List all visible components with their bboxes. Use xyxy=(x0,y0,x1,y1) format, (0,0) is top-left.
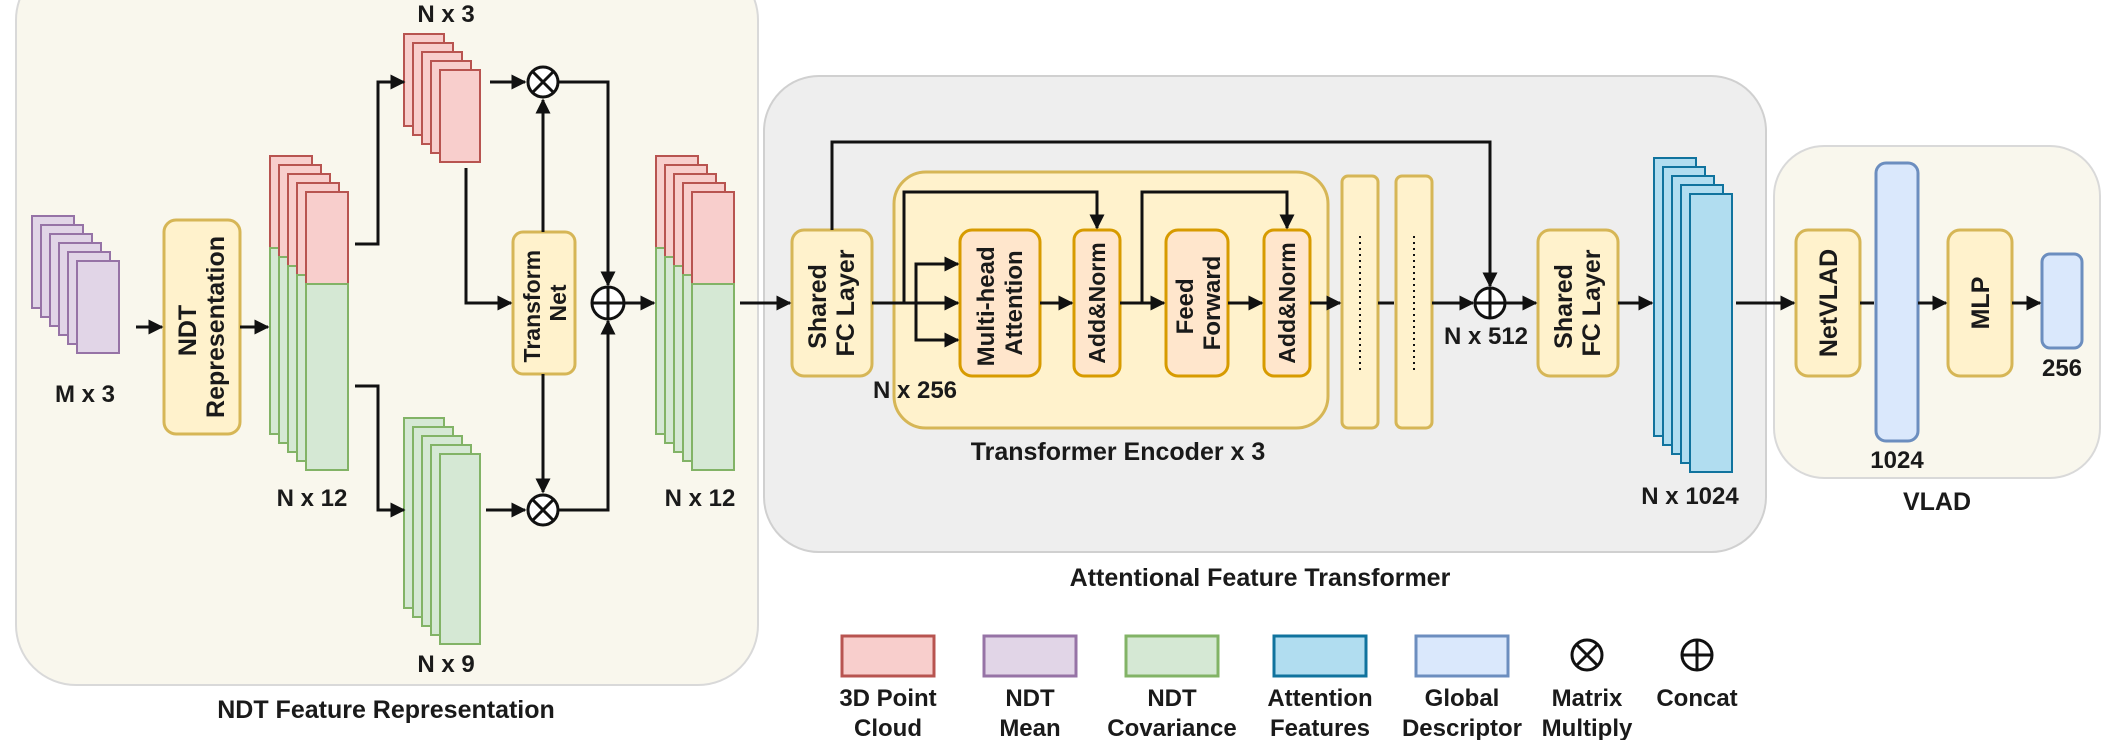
dim-label-256: 256 xyxy=(2042,355,2082,382)
legend-swatch xyxy=(1272,634,1368,678)
legend-label: Concat xyxy=(1656,685,1737,712)
dim-label-n12-b: N x 12 xyxy=(665,485,736,512)
svg-text:NDT Representation: NDT Representation xyxy=(174,236,230,418)
svg-text:Shared FC Layer: Shared FC Layer xyxy=(1550,249,1606,356)
dim-label-n3: N x 3 xyxy=(417,1,474,28)
svg-text:Multi-head Attention: Multi-head Attention xyxy=(973,240,1028,367)
attention-feature-stack xyxy=(1653,157,1733,473)
svg-text:Add&Norm: Add&Norm xyxy=(1274,242,1300,363)
concat-operator-residual xyxy=(1473,286,1507,320)
shared-fc-layer-1: Shared FC Layer xyxy=(790,228,874,378)
global-descriptor-256 xyxy=(2040,252,2084,350)
stack-layer xyxy=(1689,193,1733,473)
add-norm-block-1: Add&Norm xyxy=(1072,228,1122,378)
stack-layer xyxy=(691,191,735,471)
shared-fc-layer-2: Shared FC Layer xyxy=(1536,228,1620,378)
svg-text:Add&Norm: Add&Norm xyxy=(1084,242,1110,363)
svg-text:NetVLAD: NetVLAD xyxy=(1815,249,1843,357)
transformed-feature-stack xyxy=(655,155,735,471)
add-norm-block-2: Add&Norm xyxy=(1262,228,1312,378)
stack-layer xyxy=(76,260,120,354)
feed-forward-block: Feed Forward xyxy=(1164,228,1230,378)
legend-concat: Concat xyxy=(1656,638,1738,712)
dim-label-m3: M x 3 xyxy=(55,381,115,408)
dim-label-n12-a: N x 12 xyxy=(277,485,348,512)
stack-layer xyxy=(439,69,481,163)
mlp-block: MLP xyxy=(1946,228,2014,378)
multiply-operator-bottom xyxy=(526,493,560,527)
svg-text:Feed Forward: Feed Forward xyxy=(1172,256,1226,351)
stack-layer xyxy=(439,453,481,645)
dim-label-n1024: N x 1024 xyxy=(1641,483,1739,510)
legend-swatch xyxy=(1124,634,1220,678)
dim-label-1024: 1024 xyxy=(1870,447,1924,474)
svg-text:Transform Net: Transform Net xyxy=(519,244,571,363)
ndt-section-panel xyxy=(15,0,759,686)
legend-swatch xyxy=(982,634,1078,678)
netvlad-block: NetVLAD xyxy=(1794,228,1862,378)
legend-swatch xyxy=(840,634,936,678)
dim-label-n9: N x 9 xyxy=(417,651,474,678)
ndt-mean-input-stack xyxy=(31,215,120,354)
svg-text:MLP: MLP xyxy=(1967,277,1995,330)
vlad-1024-vector xyxy=(1874,161,1920,443)
vlad-section-panel xyxy=(1773,145,2101,479)
transformer-encoder-label: Transformer Encoder x 3 xyxy=(971,438,1266,466)
ndt-feature-stack xyxy=(269,155,349,471)
encoder-repeat-block-1 xyxy=(1340,174,1380,430)
multi-head-attention-block: Multi-head Attention xyxy=(958,228,1042,378)
stack-layer xyxy=(305,191,349,471)
multiply-operator-top xyxy=(526,65,560,99)
transform-net-block: Transform Net xyxy=(511,230,577,376)
svg-text:Shared FC Layer: Shared FC Layer xyxy=(804,249,860,356)
dim-label-n256: N x 256 xyxy=(873,377,957,404)
covariance-stack xyxy=(403,417,481,645)
concat-operator-ndt xyxy=(590,285,626,321)
encoder-repeat-block-2 xyxy=(1394,174,1434,430)
connection-lines xyxy=(136,74,2042,518)
vlad-section-title: VLAD xyxy=(1903,488,1971,516)
point-cloud-stack xyxy=(403,33,481,163)
legend-swatch xyxy=(1414,634,1510,678)
ndt-representation-block: NDT Representation xyxy=(162,218,242,436)
ndt-section-title: NDT Feature Representation xyxy=(217,696,555,724)
dim-label-n512: N x 512 xyxy=(1444,323,1528,350)
transformer-section-title: Attentional Feature Transformer xyxy=(1070,564,1451,592)
